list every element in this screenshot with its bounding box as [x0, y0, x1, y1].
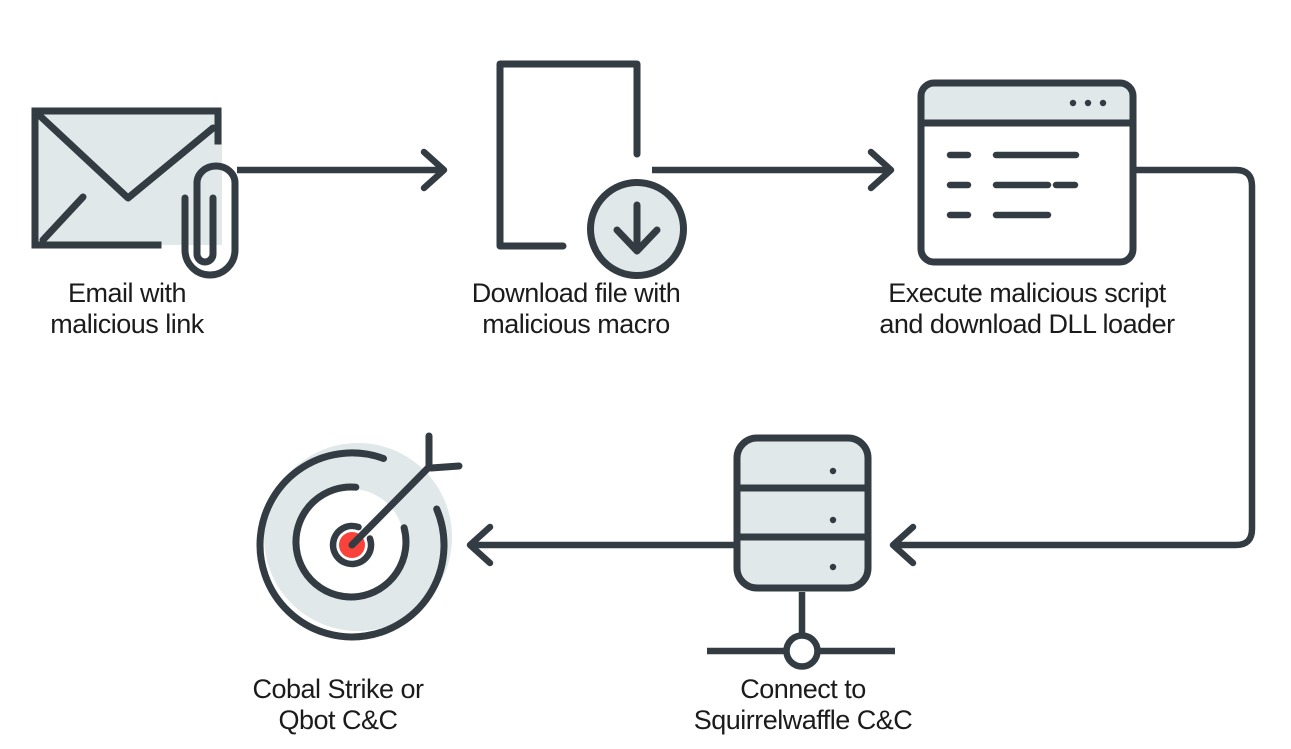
arrow-email-to-download [237, 148, 448, 192]
label-line: malicious link [50, 309, 204, 339]
target-outer-ring [256, 449, 448, 641]
arrow-head [867, 148, 895, 192]
envelope-fold-line [39, 193, 87, 244]
server-icon [707, 434, 895, 670]
download-arrow-head [613, 226, 661, 255]
label-line: Cobal Strike or [252, 674, 424, 704]
download-file-icon [496, 60, 687, 279]
server-network-node [783, 632, 821, 670]
document-outline [496, 60, 641, 250]
browser-dot [1069, 99, 1077, 107]
label-line: Download file with [471, 278, 681, 308]
label-line: Email with [67, 278, 187, 308]
server-led-dot [829, 563, 837, 571]
label-email: Email with malicious link [0, 278, 297, 340]
label-line: Qbot C&C [278, 705, 398, 735]
browser-dot [1099, 99, 1107, 107]
label-line: Squirrelwaffle C&C [693, 705, 913, 735]
browser-window-frame [917, 79, 1137, 266]
envelope-flap [35, 111, 217, 202]
email-attachment-icon [31, 107, 239, 279]
server-led-dot [829, 467, 837, 475]
dart-shaft [348, 463, 433, 549]
server-led-dot [829, 516, 837, 524]
envelope-fill [37, 113, 222, 245]
arrow-head [420, 148, 448, 192]
server-body [733, 434, 872, 592]
envelope-outline [31, 107, 222, 249]
arrow-elbow-line [895, 166, 1256, 549]
dart-fletching-right [427, 462, 463, 472]
label-line: malicious macro [482, 309, 670, 339]
browser-script-lines [946, 151, 1080, 219]
browser-dot [1084, 99, 1092, 107]
label-target: Cobal Strike or Qbot C&C [168, 674, 508, 736]
arrow-download-to-execute [652, 148, 895, 192]
browser-script-icon [917, 79, 1137, 266]
arrow-head [889, 523, 917, 567]
paperclip-icon [181, 162, 239, 279]
arrow-server-to-target [466, 523, 737, 567]
target-icon [256, 432, 463, 641]
target-middle-ring [292, 483, 410, 601]
browser-header-fill [921, 83, 1133, 121]
label-execute: Execute malicious script and download DL… [857, 278, 1197, 340]
label-server: Connect to Squirrelwaffle C&C [633, 674, 973, 736]
label-line: and download DLL loader [879, 309, 1175, 339]
label-download: Download file with malicious macro [406, 278, 746, 340]
arrow-head [466, 523, 494, 567]
label-line: Connect to [740, 674, 866, 704]
label-line: Execute malicious script [888, 278, 1166, 308]
target-bullseye-ring [329, 522, 375, 568]
arrow-execute-to-server [889, 166, 1256, 567]
